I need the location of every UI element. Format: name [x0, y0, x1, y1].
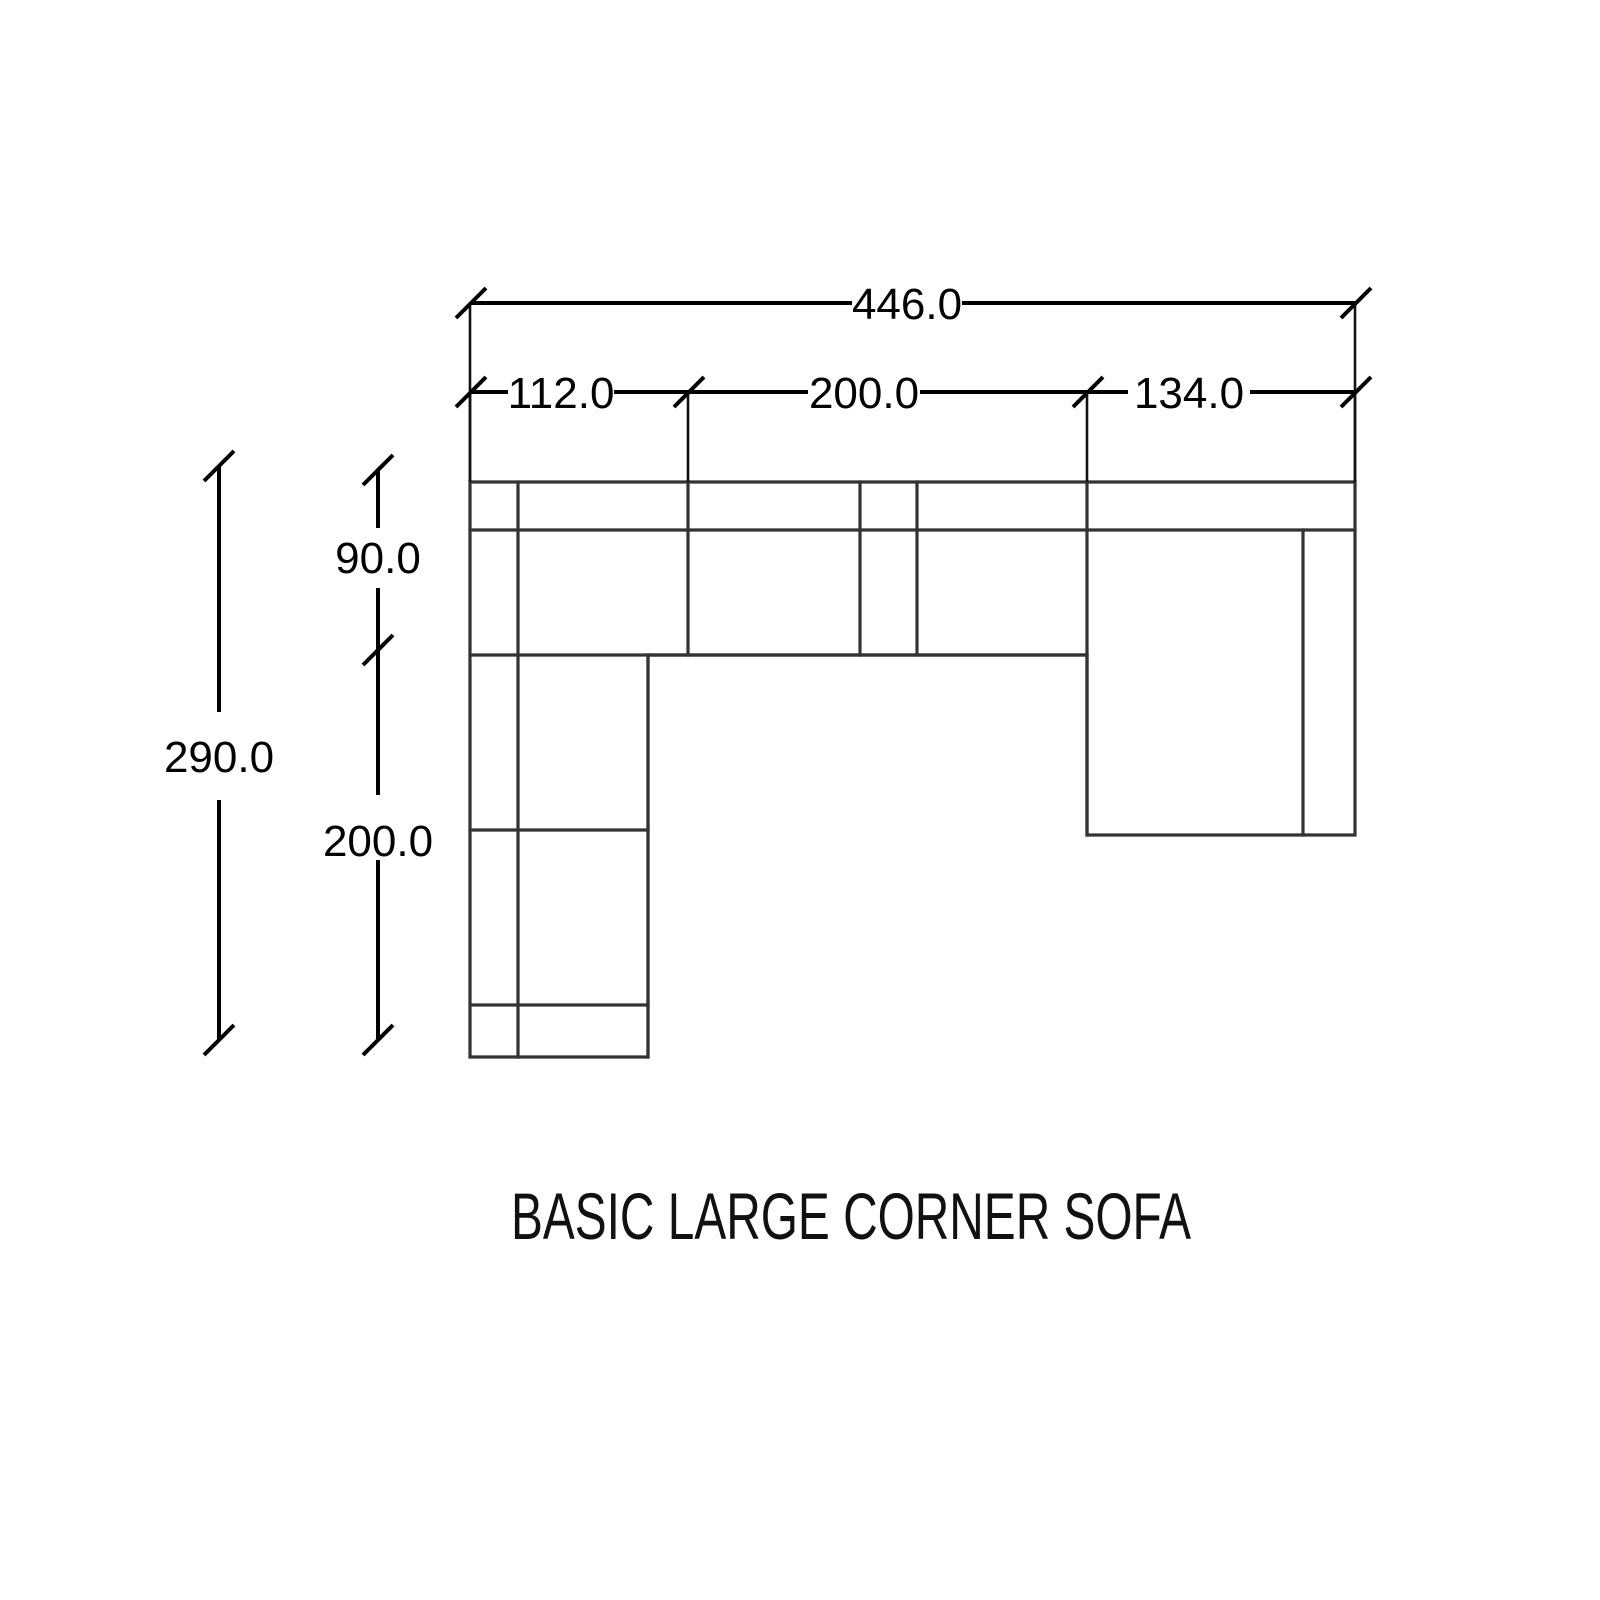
dim-tick-90-top — [361, 453, 395, 487]
dimension-label-segment-left: 112.0 — [508, 369, 615, 418]
dimension-chain-width — [454, 375, 1373, 409]
dim-tick-134-left — [1071, 375, 1105, 409]
drawing-title: BASIC LARGE CORNER SOFA — [511, 1179, 1191, 1253]
dimension-overall-depth — [202, 449, 236, 1057]
dim-tick-290-bottom — [202, 1023, 236, 1057]
dimension-label-segment-right: 134.0 — [1134, 369, 1244, 418]
dim-tick-112-left — [454, 375, 488, 409]
dimension-label-segment-middle: 200.0 — [809, 369, 919, 418]
dim-tick-200w-left — [672, 375, 706, 409]
sofa-plan-geometry — [468, 480, 1357, 1059]
dim-tick-446-left — [454, 286, 488, 320]
dimension-label-depth-top: 90.0 — [335, 534, 421, 583]
dim-tick-290-top — [202, 449, 236, 483]
dimension-label-depth-bottom: 200.0 — [323, 817, 433, 866]
dimension-chain-depth — [361, 453, 395, 1057]
dimension-label-overall-depth: 290.0 — [164, 733, 274, 782]
dimension-label-overall-width: 446.0 — [852, 280, 962, 329]
dim-tick-134-right — [1339, 375, 1373, 409]
dimension-overall-width — [454, 286, 1373, 320]
sofa-outline — [468, 480, 1357, 1059]
dim-tick-200d-bottom — [361, 1023, 395, 1057]
dim-tick-446-right — [1339, 286, 1373, 320]
